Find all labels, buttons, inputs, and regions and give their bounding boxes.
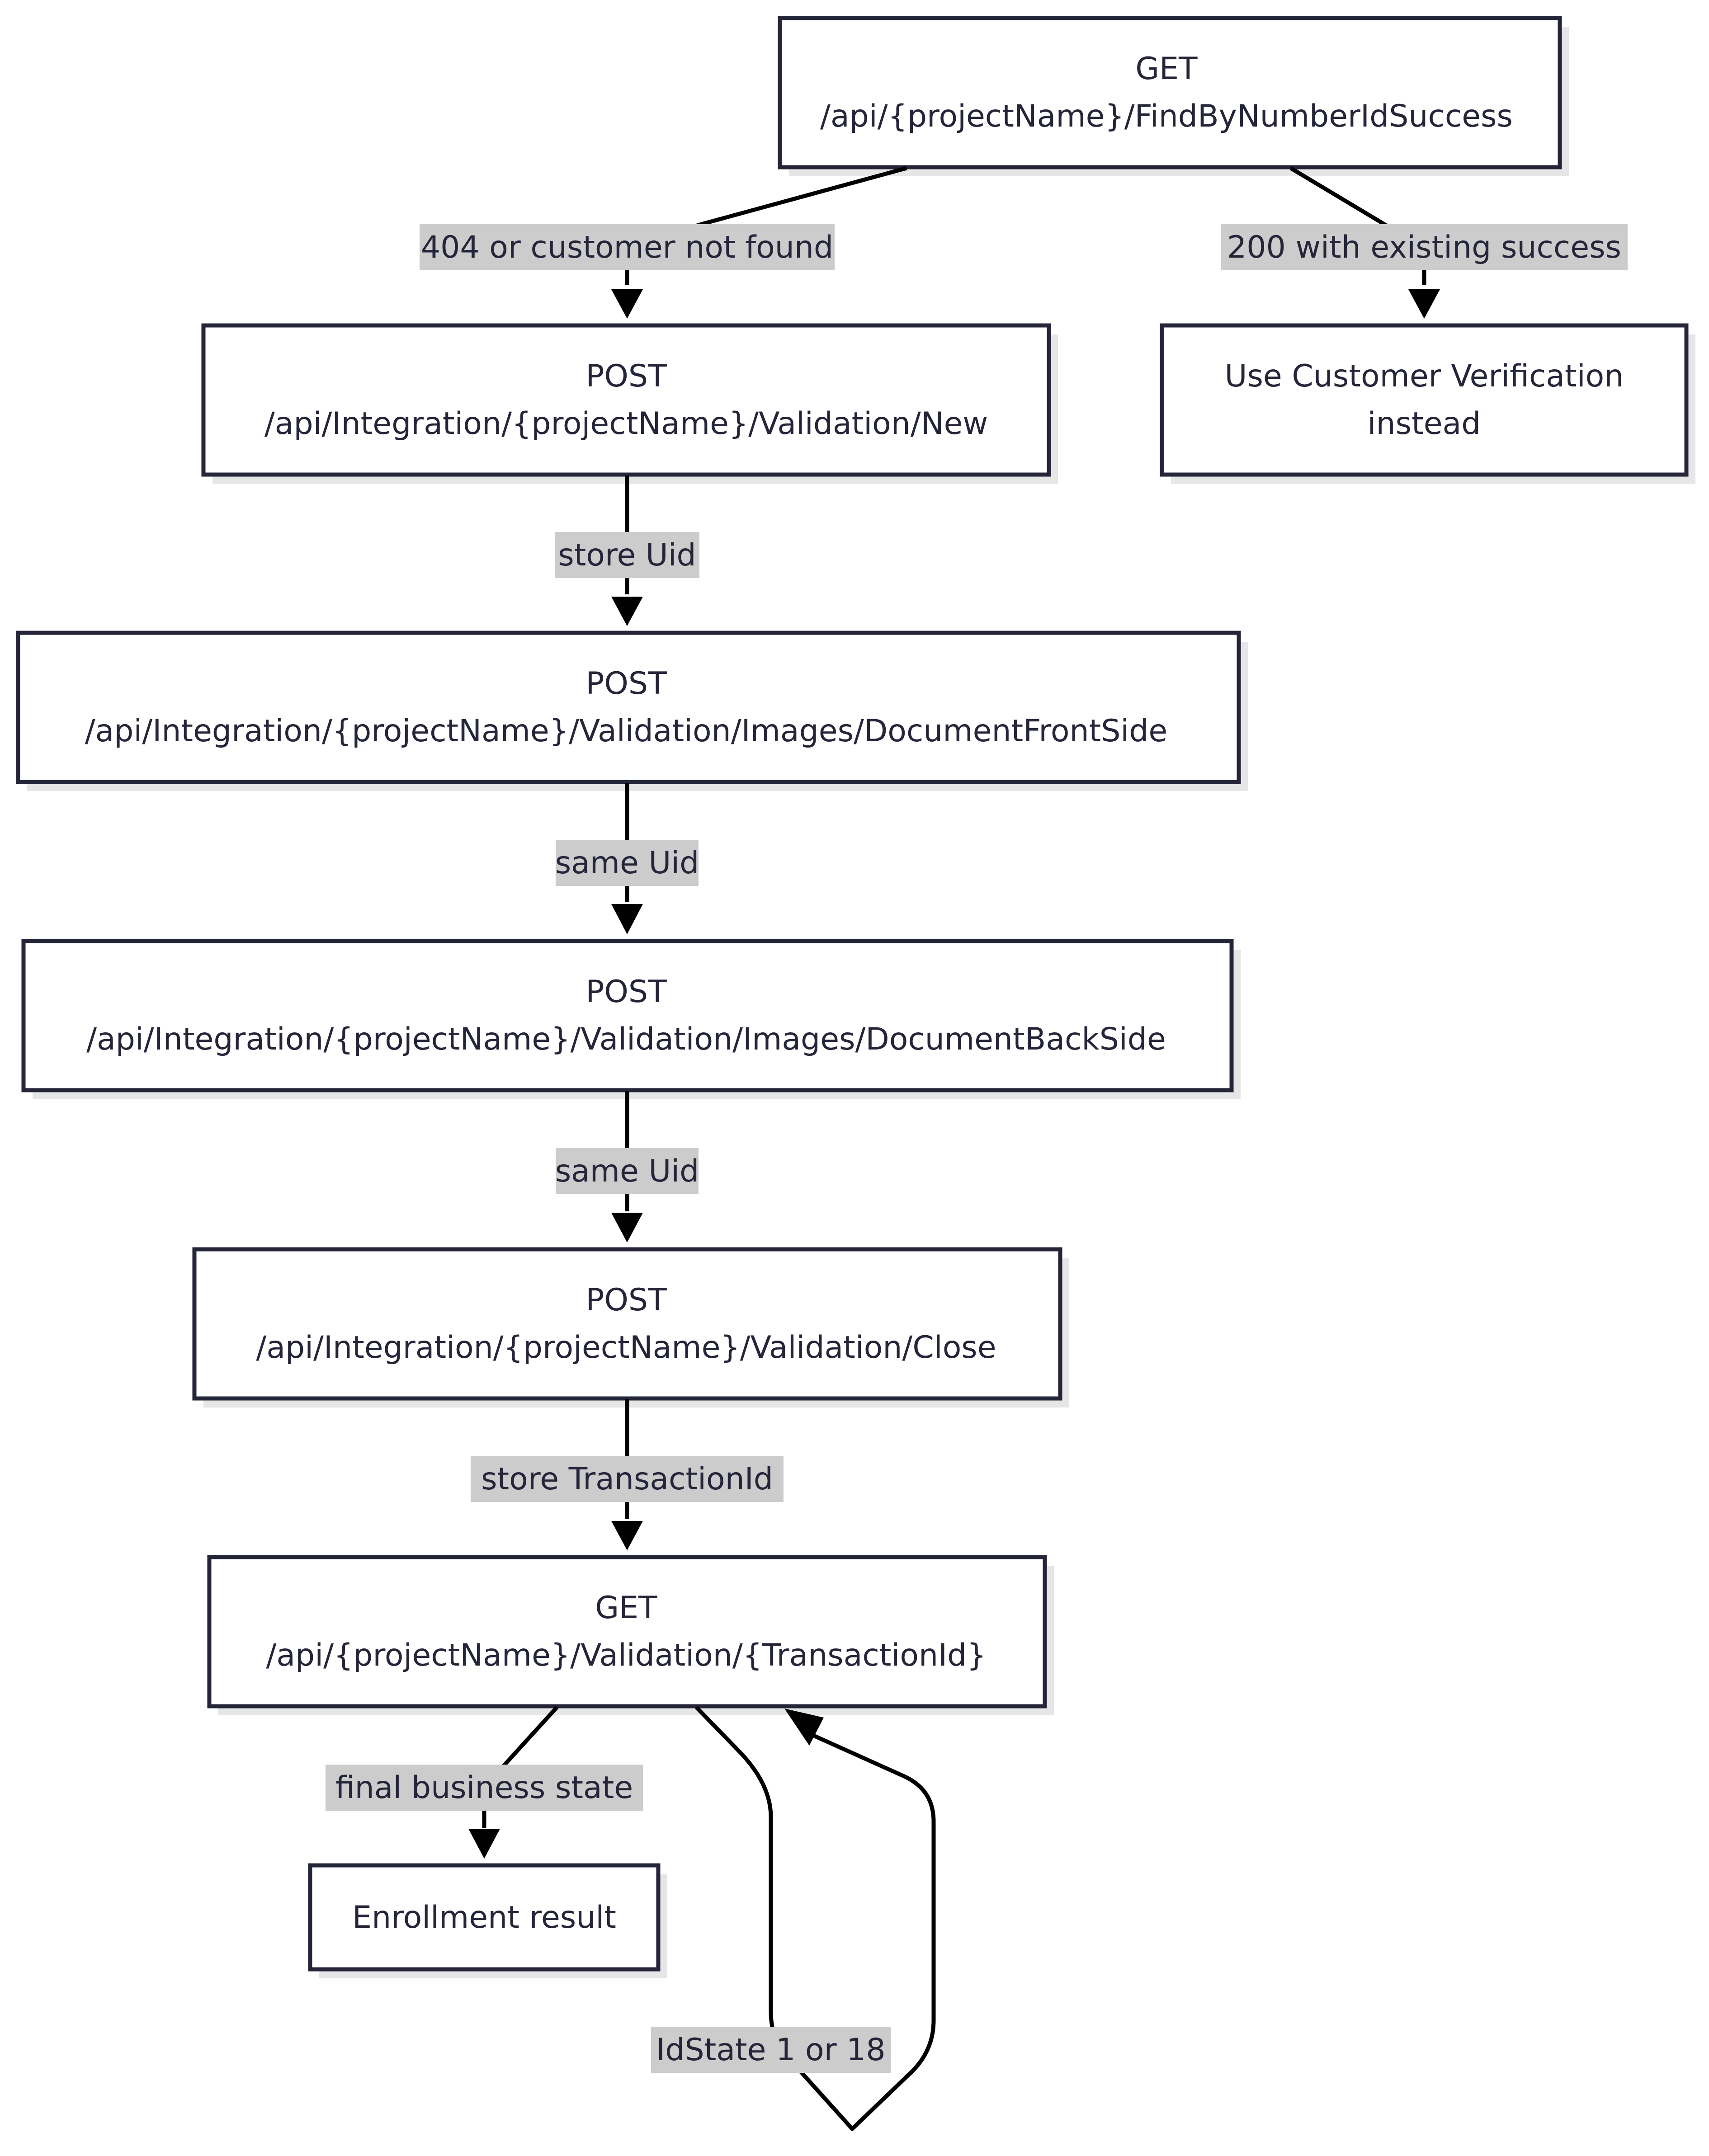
edge-store-uid: store Uid xyxy=(555,475,699,626)
node-validation-close-method: POST xyxy=(585,1282,667,1318)
node-enrollment-result: Enrollment result xyxy=(308,1863,667,1978)
edge-existing-success: 200 with existing success xyxy=(1221,166,1628,319)
edge-final-state: final business state xyxy=(326,1705,643,1859)
node-find-by-number-method: GET xyxy=(1135,51,1198,87)
edge-idstate-loop-label: IdState 1 or 18 xyxy=(656,2032,885,2068)
node-document-front-method: POST xyxy=(585,666,667,701)
edge-same-uid-front: same Uid xyxy=(555,783,699,934)
node-validation-new: POST /api/Integration/{projectName}/Vali… xyxy=(201,323,1058,484)
node-validation-new-path: /api/Integration/{projectName}/Validatio… xyxy=(264,406,988,442)
node-document-front: POST /api/Integration/{projectName}/Vali… xyxy=(16,631,1248,791)
node-validation-close-path: /api/Integration/{projectName}/Validatio… xyxy=(256,1330,996,1365)
node-document-back-path: /api/Integration/{projectName}/Validatio… xyxy=(86,1022,1166,1057)
node-document-back: POST /api/Integration/{projectName}/Vali… xyxy=(21,939,1241,1099)
edge-not-found-label: 404 or customer not found xyxy=(421,230,833,265)
node-customer-verification-line2: instead xyxy=(1368,406,1481,442)
edge-same-uid-back-label: same Uid xyxy=(555,1153,699,1189)
edge-store-transaction-label: store TransactionId xyxy=(481,1461,773,1497)
edge-not-found: 404 or customer not found xyxy=(420,166,907,319)
edge-existing-success-label: 200 with existing success xyxy=(1227,230,1621,265)
edge-final-state-label: final business state xyxy=(335,1770,633,1806)
node-validation-close: POST /api/Integration/{projectName}/Vali… xyxy=(192,1247,1069,1408)
node-find-by-number: GET /api/{projectName}/FindByNumberIdSuc… xyxy=(778,16,1569,176)
node-find-by-number-path: /api/{projectName}/FindByNumberIdSuccess xyxy=(820,99,1513,134)
node-get-validation-method: GET xyxy=(595,1590,657,1626)
node-customer-verification-line1: Use Customer Verification xyxy=(1225,358,1624,394)
node-enrollment-result-label: Enrollment result xyxy=(352,1900,616,1935)
node-get-validation-path: /api/{projectName}/Validation/{Transacti… xyxy=(266,1638,986,1673)
edge-store-uid-label: store Uid xyxy=(558,537,696,573)
edge-store-transaction: store TransactionId xyxy=(471,1399,784,1550)
edge-idstate-loop: IdState 1 or 18 xyxy=(651,1705,936,2131)
node-customer-verification: Use Customer Verification instead xyxy=(1160,323,1695,484)
edge-same-uid-front-label: same Uid xyxy=(555,845,699,881)
node-document-front-path: /api/Integration/{projectName}/Validatio… xyxy=(85,713,1168,749)
node-validation-new-method: POST xyxy=(585,358,667,394)
edge-same-uid-back: same Uid xyxy=(555,1091,699,1243)
node-get-validation: GET /api/{projectName}/Validation/{Trans… xyxy=(207,1555,1054,1715)
node-document-back-method: POST xyxy=(585,974,667,1010)
